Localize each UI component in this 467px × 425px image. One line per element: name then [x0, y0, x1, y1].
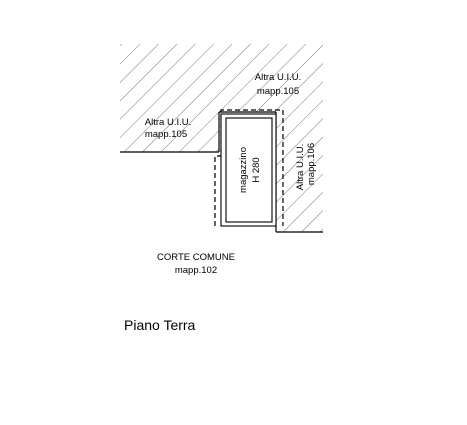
label-room-name: magazzino	[238, 147, 249, 193]
label-altra-top-1: Altra U.I.U.	[255, 72, 301, 83]
label-altra-left-2: mapp.105	[145, 129, 187, 140]
label-altra-right-1: Altra U.I.U.	[295, 144, 306, 190]
floor-title: Piano Terra	[124, 317, 196, 333]
label-room-height: H 280	[251, 157, 262, 182]
label-corte-comune: CORTE COMUNE	[157, 252, 235, 263]
hatched-area-other-units	[120, 44, 323, 232]
label-altra-right-2: mapp.106	[306, 143, 317, 185]
label-altra-left-1: Altra U.I.U.	[145, 117, 191, 128]
room-magazzino	[220, 113, 277, 227]
label-corte-mapp: mapp.102	[175, 265, 217, 276]
label-altra-top-2: mapp.105	[257, 86, 299, 97]
